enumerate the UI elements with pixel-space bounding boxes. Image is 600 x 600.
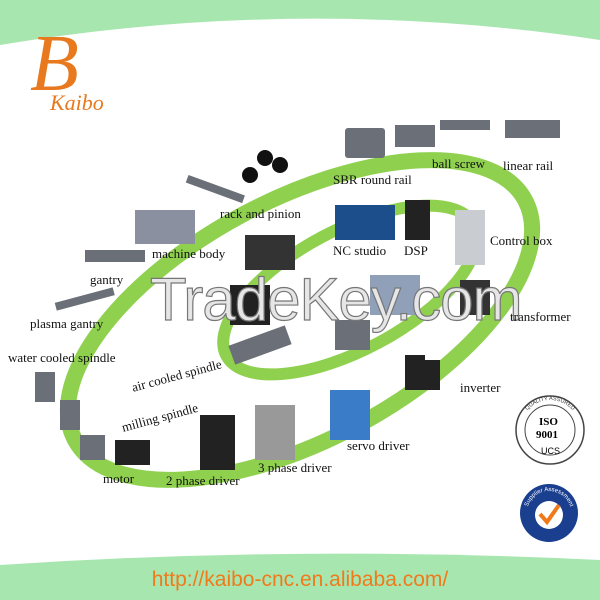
label-inverter: inverter xyxy=(460,380,501,395)
label-nc-studio: NC studio xyxy=(333,243,387,258)
iso-text: ISO xyxy=(539,416,558,428)
svg-text:B: B xyxy=(30,22,79,108)
supplier-assessment-badge: Supplier Assessment xyxy=(520,484,578,542)
label-linear-rail: linear rail xyxy=(503,158,554,173)
label-ball-screw: ball screw xyxy=(432,156,486,171)
iso-9001-text: 9001 xyxy=(536,429,558,441)
label-control-box: Control box xyxy=(490,233,553,248)
product-images xyxy=(35,120,560,470)
top-band xyxy=(0,0,600,45)
label-2-phase-driver: 2 phase driver xyxy=(166,473,240,488)
bottom-band xyxy=(0,553,600,600)
label-3-phase-driver: 3 phase driver xyxy=(258,460,332,475)
label-dsp: DSP xyxy=(404,243,428,258)
svg-text:Kaibo: Kaibo xyxy=(49,90,104,115)
label-servo-driver: servo driver xyxy=(347,438,410,453)
label-plasma-gantry: plasma gantry xyxy=(30,316,104,331)
label-gantry: gantry xyxy=(90,272,124,287)
label-water-cooled-spindle: water cooled spindle xyxy=(8,350,116,365)
ucs-text: UCS xyxy=(541,446,561,456)
kaibo-logo: B Kaibo xyxy=(22,20,122,122)
label-transformer: transformer xyxy=(510,309,571,324)
label-rack-and-pinion: rack and pinion xyxy=(220,206,301,221)
label-machine-body: machine body xyxy=(152,246,226,261)
label-motor: motor xyxy=(103,471,135,486)
watermark: TradeKey.com xyxy=(149,266,523,333)
label-sbr-round-rail: SBR round rail xyxy=(333,172,412,187)
iso-badge: QUALITY ASSURED xyxy=(515,395,585,465)
store-url[interactable]: http://kaibo-cnc.en.alibaba.com/ xyxy=(151,568,449,591)
